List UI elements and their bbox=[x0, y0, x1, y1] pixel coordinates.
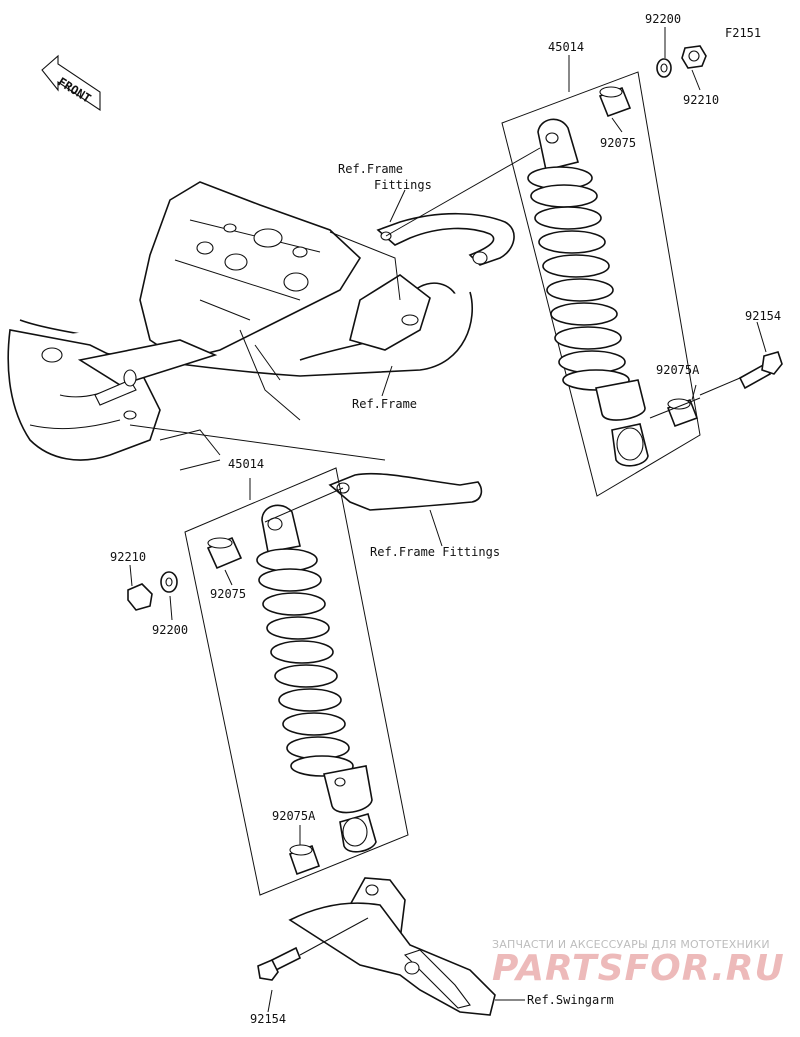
collar-lower bbox=[206, 536, 243, 570]
swingarm-bracket bbox=[288, 877, 496, 1016]
label-92075-lower: 92075 bbox=[210, 587, 246, 601]
washer-lower bbox=[160, 571, 178, 593]
label-92210-lower: 92210 bbox=[110, 550, 146, 564]
collar-a-lower bbox=[288, 844, 321, 876]
nut-lower bbox=[127, 583, 153, 611]
ref-frame-fittings-top-line2: Fittings bbox=[374, 178, 432, 192]
bolt-upper bbox=[738, 351, 783, 390]
frame-fittings-upper bbox=[376, 212, 515, 266]
ref-swingarm: Ref.Swingarm bbox=[527, 993, 614, 1007]
label-92075-upper: 92075 bbox=[600, 136, 636, 150]
figure-code: F2151 bbox=[725, 26, 761, 40]
label-92200-upper: 92200 bbox=[645, 12, 681, 26]
shock-absorber-upper bbox=[501, 71, 701, 497]
watermark-logo: PARTSFOR.RU bbox=[492, 948, 785, 989]
ref-frame-fittings-top-line1: Ref.Frame bbox=[338, 162, 403, 176]
ref-frame: Ref.Frame bbox=[352, 397, 417, 411]
collar-upper bbox=[598, 86, 632, 118]
watermark-tagline: ЗАПЧАСТИ И АКСЕССУАРЫ ДЛЯ МОТОТЕХНИКИ bbox=[492, 938, 770, 951]
collar-a-upper bbox=[666, 398, 699, 428]
shock-absorber-lower bbox=[184, 467, 409, 896]
front-arrow-icon: FRONT bbox=[41, 54, 101, 112]
label-92200-lower: 92200 bbox=[152, 623, 188, 637]
leader-lines bbox=[129, 27, 767, 1013]
nut-upper bbox=[681, 45, 707, 69]
label-92075a-lower: 92075A bbox=[272, 809, 316, 823]
bolt-lower bbox=[257, 946, 302, 981]
shock-lower-bottom-eye bbox=[339, 813, 377, 853]
label-92154-lower: 92154 bbox=[250, 1012, 286, 1026]
label-92154-upper: 92154 bbox=[745, 309, 781, 323]
label-92210-upper: 92210 bbox=[683, 93, 719, 107]
shock-lower-spring bbox=[256, 548, 354, 777]
label-45014-upper: 45014 bbox=[548, 40, 584, 54]
frame-fittings-middle bbox=[328, 472, 483, 511]
washer-upper bbox=[656, 58, 672, 78]
shock-lower-boundary bbox=[184, 467, 409, 896]
label-45014-lower: 45014 bbox=[228, 457, 264, 471]
shock-upper-spring bbox=[527, 166, 630, 391]
frame-illustration bbox=[7, 181, 474, 471]
label-92075a-upper: 92075A bbox=[656, 363, 700, 377]
ref-frame-fittings-mid: Ref.Frame Fittings bbox=[370, 545, 500, 559]
shock-upper-boundary bbox=[501, 71, 701, 497]
